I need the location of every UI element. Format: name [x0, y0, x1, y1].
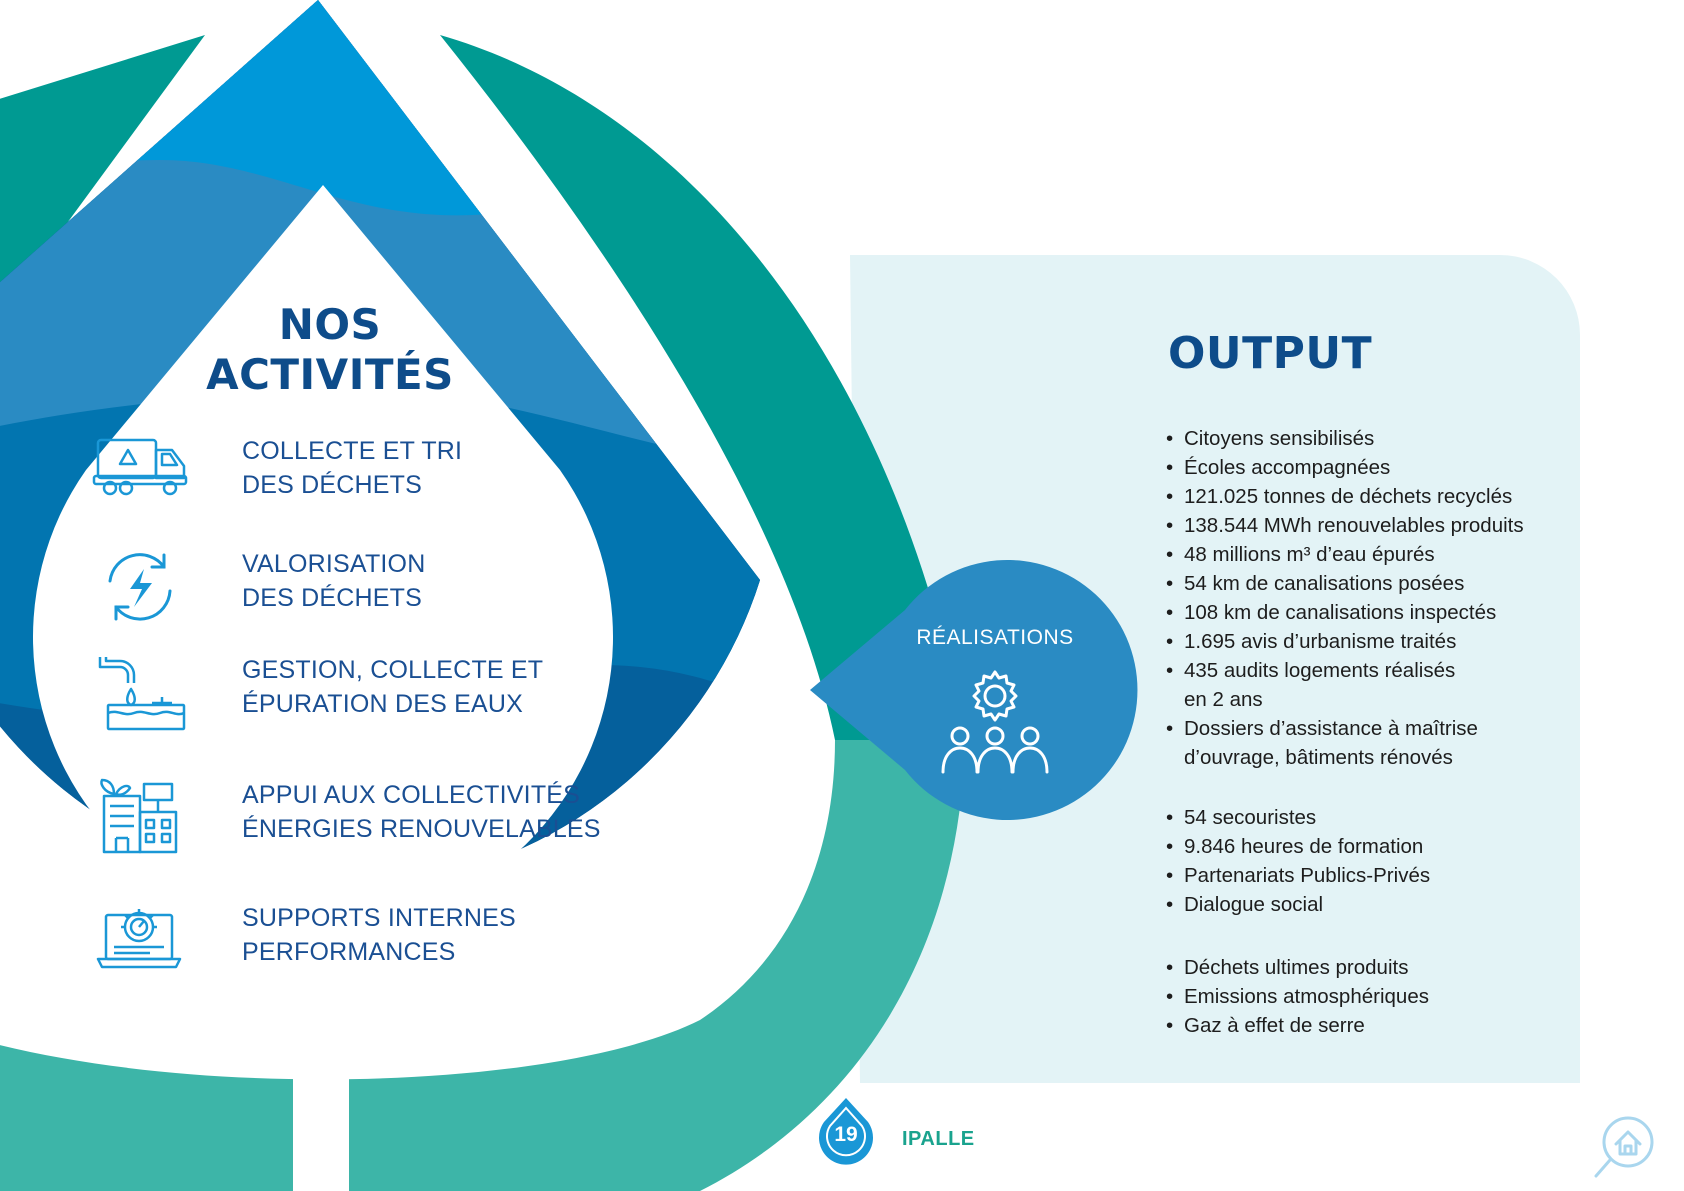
- output-item: Écoles accompagnées: [1166, 453, 1606, 482]
- water-pipe-icon: [90, 653, 190, 733]
- realisations-label: RÉALISATIONS: [916, 626, 1074, 649]
- activity-line: APPUI AUX COLLECTIVITÉS: [242, 781, 581, 809]
- output-item: Citoyens sensibilisés: [1166, 424, 1606, 453]
- recycling-truck-icon: [90, 434, 190, 514]
- output-item: 1.695 avis d’urbanisme traités: [1166, 627, 1606, 656]
- output-item: Partenariats Publics-Privés: [1166, 861, 1606, 890]
- performance-laptop-icon: [90, 901, 190, 981]
- activity-line: SUPPORTS INTERNES: [242, 904, 516, 932]
- output-title: OUTPUT: [1168, 328, 1373, 379]
- drop-stem: [293, 900, 349, 1191]
- inner-drop: [32, 185, 614, 928]
- activity-line: DES DÉCHETS: [242, 584, 423, 612]
- activity-item-eaux: GESTION, COLLECTE ET ÉPURATION DES EAUX: [90, 653, 610, 743]
- activities-title-line1: NOS: [278, 300, 382, 349]
- output-list-emissions: Déchets ultimes produits Emissions atmos…: [1166, 953, 1606, 1040]
- output-item: 54 secouristes: [1166, 803, 1606, 832]
- output-item: Gaz à effet de serre: [1166, 1011, 1606, 1040]
- output-list-social: 54 secouristes 9.846 heures de formation…: [1166, 803, 1606, 919]
- output-item-line: d’ouvrage, bâtiments rénovés: [1184, 746, 1453, 769]
- outer-ring-dark: [0, 35, 205, 287]
- page-number: 19: [834, 1123, 858, 1146]
- realisations-bubble: [810, 560, 1138, 820]
- output-item: 121.025 tonnes de déchets recyclés: [1166, 482, 1606, 511]
- activity-label-eaux: GESTION, COLLECTE ET ÉPURATION DES EAUX: [242, 653, 642, 721]
- output-item-line: en 2 ans: [1184, 688, 1263, 711]
- output-item-line: Dossiers d’assistance à maîtrise: [1184, 717, 1478, 740]
- activity-item-valorisation: VALORISATION DES DÉCHETS: [90, 547, 610, 637]
- output-item: 138.544 MWh renouvelables produits: [1166, 511, 1606, 540]
- output-item: Dialogue social: [1166, 890, 1606, 919]
- activity-line: DES DÉCHETS: [242, 471, 423, 499]
- output-list-results: Citoyens sensibilisés Écoles accompagnée…: [1166, 424, 1606, 772]
- activity-line: ÉNERGIES RENOUVELABLES: [242, 815, 601, 843]
- activity-label-supports: SUPPORTS INTERNES PERFORMANCES: [242, 901, 642, 969]
- activity-line: PERFORMANCES: [242, 938, 456, 966]
- activity-label-valorisation: VALORISATION DES DÉCHETS: [242, 547, 642, 615]
- activity-line: VALORISATION: [242, 550, 426, 578]
- outer-ring-light: [0, 740, 965, 1191]
- output-item: 435 audits logements réalisés en 2 ans: [1166, 656, 1606, 714]
- activity-item-collecte: COLLECTE ET TRI DES DÉCHETS: [90, 434, 610, 524]
- output-item: Emissions atmosphériques: [1166, 982, 1606, 1011]
- output-item-line: 435 audits logements réalisés: [1184, 659, 1456, 682]
- green-building-icon: [90, 778, 190, 858]
- brand-name: IPALLE: [902, 1128, 975, 1150]
- activities-title: NOS ACTIVITÉS: [180, 300, 480, 400]
- page-number-drop-icon: [808, 1096, 884, 1172]
- output-item: 48 millions m³ d’eau épurés: [1166, 540, 1606, 569]
- outer-ring-dark-right: [440, 35, 965, 740]
- activity-label-collectivites: APPUI AUX COLLECTIVITÉS ÉNERGIES RENOUVE…: [242, 778, 642, 846]
- house-search-icon[interactable]: [1590, 1108, 1660, 1184]
- activities-title-line2: ACTIVITÉS: [206, 350, 454, 399]
- energy-cycle-icon: [90, 547, 190, 627]
- activity-line: GESTION, COLLECTE ET: [242, 656, 544, 684]
- output-item: 9.846 heures de formation: [1166, 832, 1606, 861]
- output-item: 54 km de canalisations posées: [1166, 569, 1606, 598]
- activity-item-collectivites: APPUI AUX COLLECTIVITÉS ÉNERGIES RENOUVE…: [90, 778, 610, 868]
- activity-line: COLLECTE ET TRI: [242, 437, 463, 465]
- output-item: Dossiers d’assistance à maîtrise d’ouvra…: [1166, 714, 1606, 772]
- activity-label-collecte: COLLECTE ET TRI DES DÉCHETS: [242, 434, 642, 502]
- activity-item-supports: SUPPORTS INTERNES PERFORMANCES: [90, 901, 610, 991]
- output-item: Déchets ultimes produits: [1166, 953, 1606, 982]
- team-gear-icon: [935, 668, 1055, 778]
- activity-line: ÉPURATION DES EAUX: [242, 690, 523, 718]
- output-item: 108 km de canalisations inspectés: [1166, 598, 1606, 627]
